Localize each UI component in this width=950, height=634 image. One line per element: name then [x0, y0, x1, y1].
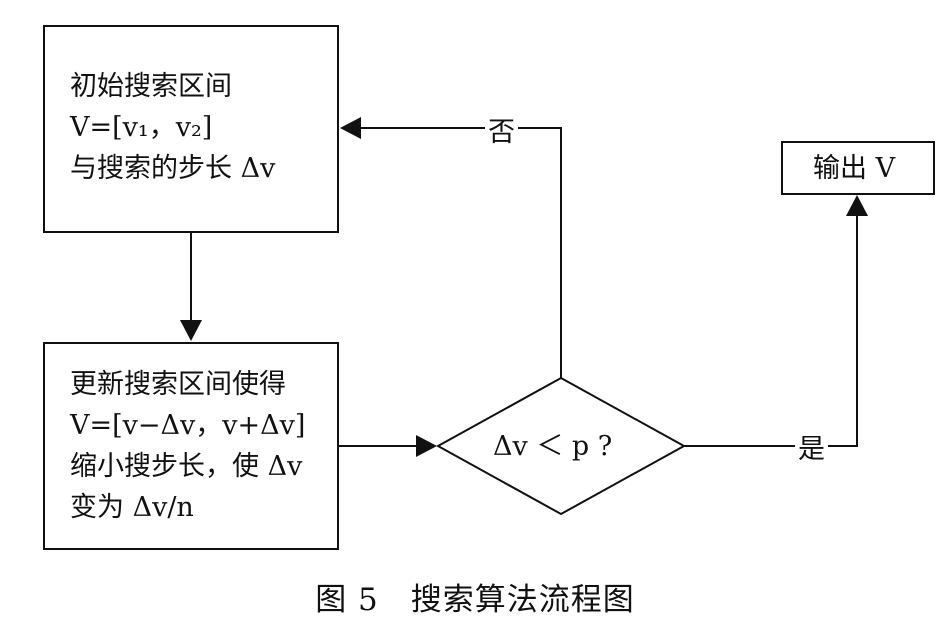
init-line-3: 与搜索的步长 Δv	[70, 153, 276, 184]
output-box	[781, 141, 935, 195]
arrowhead-yes-to-output	[846, 195, 868, 216]
update-line-1: 更新搜索区间使得	[70, 369, 286, 400]
update-line-3: 缩小搜步长，使 Δv	[70, 451, 303, 482]
arrowhead-no-to-init	[340, 117, 361, 139]
init-line-2: V=[v₁，v₂]	[70, 112, 213, 143]
arrowhead-init-to-update	[180, 320, 202, 341]
edge-decision-no-to-init	[360, 127, 562, 378]
init-line-1: 初始搜索区间	[70, 71, 232, 102]
edge-label-no: 否	[485, 110, 518, 149]
edge-decision-yes-to-output	[684, 214, 858, 447]
update-line-4: 变为 Δv/n	[70, 492, 194, 523]
decision-text: Δv ＜ p ?	[493, 431, 613, 462]
figure-caption: 图 5 搜索算法流程图	[315, 582, 635, 618]
output-text: 输出 V	[813, 153, 896, 184]
arrowhead-update-to-decision	[416, 435, 437, 457]
update-box-text: 更新搜索区间使得 V=[v−Δv，v+Δv] 缩小搜步长，使 Δv 变为 Δv/…	[70, 364, 305, 528]
init-box-text: 初始搜索区间 V=[v₁，v₂] 与搜索的步长 Δv	[70, 66, 275, 189]
update-line-2: V=[v−Δv，v+Δv]	[70, 410, 306, 441]
edge-label-yes: 是	[795, 427, 828, 466]
